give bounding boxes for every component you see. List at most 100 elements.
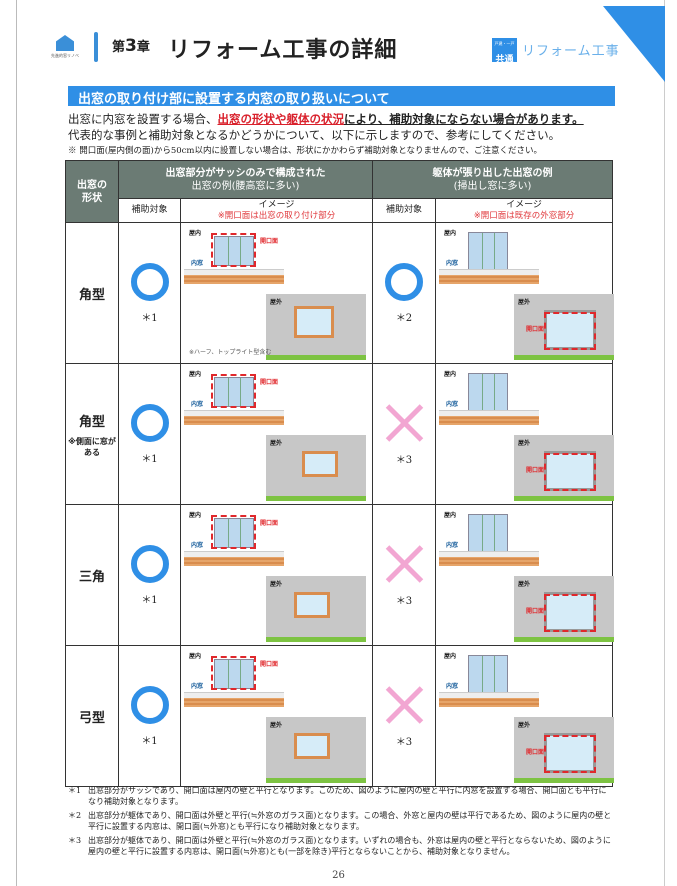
outdoor-illustration: 屋外 開口面	[514, 575, 614, 642]
group1-header: 出窓部分がサッシのみで構成された出窓の例(腰高窓に多い)	[118, 160, 373, 199]
window-sill	[439, 409, 539, 425]
col-shape: 出窓の形状	[65, 160, 119, 223]
bay-window	[294, 305, 334, 338]
bay-window	[302, 450, 338, 477]
inner-window	[468, 513, 508, 552]
circle-mark-icon	[130, 403, 169, 442]
window-sill	[184, 550, 284, 566]
window-sill	[184, 691, 284, 707]
inner-window	[468, 654, 508, 693]
house-icon	[56, 35, 74, 51]
aid-cell-2: ＊2	[372, 222, 436, 364]
circle-mark-icon	[385, 262, 423, 301]
aid-cell-1: ＊1	[118, 363, 181, 505]
shape-cell: 角型※側面に窓がある	[65, 363, 119, 505]
indoor-label: 屋内	[189, 229, 202, 237]
col-image-1: イメージ※開口面は出窓の取り付け部分	[180, 198, 373, 223]
opening-outline	[544, 734, 596, 773]
chapter-label: 第3章	[112, 36, 150, 56]
intro-text: 出窓に内窓を設置する場合、出窓の形状や躯体の状況により、補助対象にならない場合が…	[68, 112, 584, 142]
indoor-label: 屋内	[189, 511, 202, 519]
indoor-label: 屋内	[444, 652, 457, 660]
logo-text: 先進的窓リノベ	[51, 53, 79, 58]
aid-cell-1: ＊1	[118, 504, 181, 646]
col-image-2: イメージ※開口面は既存の外窓部分	[435, 198, 613, 223]
aid-cell-2: ＊3	[372, 363, 436, 505]
opening-outline	[544, 593, 596, 632]
aid-cell-2: ＊3	[372, 645, 436, 787]
opening-outline	[211, 373, 256, 408]
window-sill	[439, 268, 539, 284]
inner-window-label: 内窓	[446, 400, 459, 408]
image-cell-2: 屋内 内窓 屋外 開口面	[435, 363, 614, 505]
circle-mark-icon	[130, 685, 169, 724]
group2-header: 躯体が張り出した出窓の例(掃出し窓に多い)	[372, 160, 613, 199]
inner-window-label: 内窓	[191, 400, 204, 408]
image-cell-1: 屋内 開口面 内窓 屋外 ※ハーフ、トップライト型含む	[180, 222, 373, 364]
outdoor-illustration: 屋外	[266, 293, 366, 360]
opening-outline	[544, 452, 596, 491]
aid-cell-1: ＊1	[118, 645, 181, 787]
outdoor-illustration: 屋外 開口面	[514, 434, 614, 501]
opening-outline	[211, 655, 256, 690]
title-accent-bar	[94, 32, 98, 62]
opening-outline	[211, 232, 256, 267]
image-cell-2: 屋内 内窓 屋外 開口面	[435, 645, 614, 787]
indoor-label: 屋内	[444, 370, 457, 378]
circle-mark-icon	[130, 544, 169, 583]
table-row: 角型 ＊1 屋内 開口面 内窓 屋外 ※ハーフ、トップライト型含む ＊2 屋内 …	[65, 222, 614, 364]
inner-window-label: 内窓	[446, 541, 459, 549]
indoor-label: 屋内	[189, 652, 202, 660]
opening-outline	[211, 514, 256, 549]
indoor-label: 屋内	[444, 229, 457, 237]
image-cell-2: 屋内 内窓 屋外 開口面	[435, 222, 614, 364]
indoor-label: 屋内	[189, 370, 202, 378]
inner-window-label: 内窓	[191, 541, 204, 549]
logo: 先進的窓リノベ	[50, 35, 80, 59]
window-sill	[184, 409, 284, 425]
outdoor-illustration: 屋外	[266, 434, 366, 501]
cross-mark-icon	[384, 403, 424, 443]
circle-mark-icon	[130, 262, 169, 301]
outdoor-illustration: 屋外 開口面	[514, 293, 614, 360]
image-note: ※ハーフ、トップライト型含む	[189, 348, 272, 356]
bay-window	[294, 591, 330, 618]
bay-window-table: 出窓の形状 出窓部分がサッシのみで構成された出窓の例(腰高窓に多い) 躯体が張り…	[65, 160, 614, 787]
inner-window-label: 内窓	[191, 259, 204, 267]
inner-window	[214, 517, 254, 548]
page-edge	[16, 0, 17, 886]
shape-cell: 角型	[65, 222, 119, 364]
inner-window	[468, 372, 508, 411]
outdoor-illustration: 屋外	[266, 716, 366, 783]
cross-mark-icon	[384, 544, 424, 584]
page-title: リフォーム工事の詳細	[168, 38, 398, 63]
shape-cell: 三角	[65, 504, 119, 646]
outdoor-illustration: 屋外 開口面	[514, 716, 614, 783]
aid-cell-1: ＊1	[118, 222, 181, 364]
cross-mark-icon	[384, 685, 424, 725]
notice: ※ 開口面(屋内側の面)から50cm以内に設置しない場合は、形状にかかわらず補助…	[68, 146, 542, 156]
window-sill	[439, 691, 539, 707]
inner-window-label: 内窓	[446, 682, 459, 690]
page-number: 26	[332, 870, 345, 881]
table-row: 弓型 ＊1 屋内 開口面 内窓 屋外 ＊3 屋内 内窓 屋外 開口面	[65, 645, 614, 787]
inner-window	[468, 231, 508, 270]
window-sill	[439, 550, 539, 566]
image-cell-1: 屋内 開口面 内窓 屋外	[180, 645, 373, 787]
opening-outline	[544, 311, 596, 350]
aid-cell-2: ＊3	[372, 504, 436, 646]
category-badge: 戸建・一戸共通	[492, 38, 517, 65]
image-cell-2: 屋内 内窓 屋外 開口面	[435, 504, 614, 646]
category-label: リフォーム工事	[522, 44, 620, 59]
bay-window	[294, 732, 330, 759]
col-aid-2: 補助対象	[372, 198, 436, 223]
window-sill	[184, 268, 284, 284]
page-edge	[664, 0, 665, 886]
inner-window-label: 内窓	[191, 682, 204, 690]
col-aid-1: 補助対象	[118, 198, 181, 223]
shape-cell: 弓型	[65, 645, 119, 787]
table-row: 角型※側面に窓がある ＊1 屋内 開口面 内窓 屋外 ＊3 屋内 内窓 屋外 開…	[65, 363, 614, 505]
